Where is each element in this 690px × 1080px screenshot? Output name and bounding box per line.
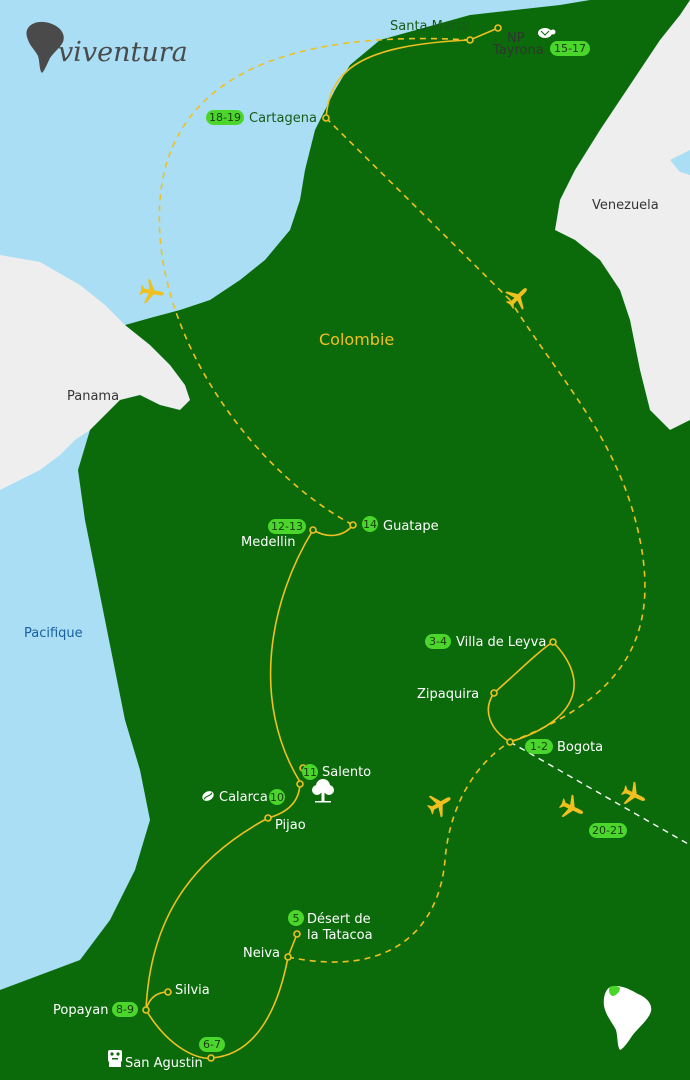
marker-villa — [549, 638, 557, 646]
badge-guatape — [362, 516, 378, 532]
badge-guatape-text: 14 — [363, 518, 377, 531]
route-pijao-popayan — [145, 817, 269, 1011]
place-labels: Santa Marta NP Tayrona Cartagena Venezue… — [24, 19, 659, 1071]
badge-villa-text: 3-4 — [429, 635, 447, 648]
route-zipaquira-villa — [493, 641, 554, 694]
label-panama: Panama — [67, 389, 119, 404]
logo-continent-icon — [26, 21, 64, 73]
badge-departure — [589, 823, 627, 838]
label-calarca: Calarca — [219, 790, 268, 805]
label-medellin: Medellin — [241, 535, 296, 550]
badge-san-agustin — [199, 1037, 225, 1052]
route-cartagena-santa-marta — [325, 27, 499, 119]
badge-tayrona — [550, 41, 590, 56]
label-bogota: Bogota — [557, 740, 603, 755]
badge-medellin — [268, 519, 306, 534]
island — [670, 150, 690, 175]
route-villa-bogota — [509, 641, 575, 743]
day-badges: 15-17 18-19 12-13 14 3-4 1-2 11 10 5 8-9… — [112, 41, 627, 1052]
badge-calarca — [269, 789, 285, 805]
tree-icon — [312, 779, 334, 803]
label-tatacoa-2: la Tatacoa — [307, 928, 373, 943]
coffee-bean-icon — [202, 791, 214, 801]
turtle-icon — [538, 28, 556, 38]
stop-markers — [142, 24, 557, 1062]
logo: viventura — [26, 21, 188, 73]
badge-bogota — [525, 739, 553, 754]
label-villa: Villa de Leyva — [456, 635, 546, 650]
marker-bogota — [506, 738, 514, 746]
marker-silvia — [164, 988, 172, 996]
route-bogota-zipaquira — [487, 692, 511, 743]
marker-tatacoa — [293, 930, 301, 938]
badge-cartagena — [206, 110, 244, 125]
label-tayrona: Tayrona — [492, 43, 544, 58]
flight-bogota-cartagena-route — [509, 299, 646, 743]
label-santa-marta: Santa Marta — [390, 19, 469, 34]
route-san-agustin-neiva — [210, 956, 289, 1059]
international-departure-route — [509, 741, 690, 846]
flight-routes — [158, 37, 646, 963]
label-tatacoa-1: Désert de — [307, 912, 371, 927]
badge-salento-text: 11 — [303, 766, 317, 779]
label-tayrona-np: NP — [507, 31, 525, 46]
flight-cartagena-guatape-route — [158, 37, 471, 526]
marker-neiva — [284, 953, 292, 961]
label-san-agustin: San Agustin — [125, 1056, 203, 1071]
flight-neiva-bogota-route — [287, 741, 511, 963]
route-neiva-tatacoa — [287, 933, 298, 958]
statue-icon — [108, 1050, 122, 1067]
label-cartagena: Cartagena — [249, 111, 317, 126]
label-guatape: Guatape — [383, 519, 439, 534]
badge-popayan-text: 8-9 — [116, 1003, 134, 1016]
badge-medellin-text: 12-13 — [271, 520, 303, 533]
badge-tayrona-text: 15-17 — [554, 42, 586, 55]
badge-calarca-text: 10 — [270, 791, 284, 804]
label-venezuela: Venezuela — [592, 198, 659, 213]
label-salento: Salento — [322, 765, 371, 780]
marker-santa-marta — [466, 36, 474, 44]
badge-popayan — [112, 1002, 138, 1017]
marker-san-agustin — [207, 1054, 215, 1062]
badge-salento — [302, 764, 318, 780]
marker-medellin — [309, 526, 317, 534]
badge-tatacoa-text: 5 — [293, 912, 300, 925]
badge-cartagena-text: 18-19 — [209, 111, 241, 124]
brand-name: viventura — [58, 37, 188, 68]
marker-zipaquira — [490, 689, 498, 697]
panama-land — [0, 255, 190, 490]
label-pacific: Pacifique — [24, 626, 83, 641]
marker-pijao — [264, 814, 272, 822]
route-medellin-salento — [269, 529, 314, 783]
badge-villa — [425, 634, 451, 649]
south-america-locator-icon — [603, 985, 652, 1050]
badge-san-agustin-text: 6-7 — [203, 1038, 221, 1051]
label-zipaquira: Zipaquira — [417, 687, 479, 702]
marker-tayrona — [494, 24, 502, 32]
venezuela-land — [555, 0, 690, 430]
label-colombia: Colombie — [319, 330, 394, 349]
badge-departure-text: 20-21 — [592, 824, 624, 837]
label-neiva: Neiva — [243, 946, 280, 961]
marker-guatape — [349, 521, 357, 529]
marker-cartagena — [322, 114, 330, 122]
marker-calarca — [296, 780, 304, 788]
route-popayan-san-agustin — [145, 1009, 212, 1060]
badge-tatacoa — [288, 910, 304, 926]
marker-popayan — [142, 1006, 150, 1014]
badge-bogota-text: 1-2 — [530, 740, 548, 753]
label-pijao: Pijao — [275, 818, 306, 833]
label-silvia: Silvia — [175, 983, 210, 998]
label-popayan: Popayan — [53, 1003, 108, 1018]
